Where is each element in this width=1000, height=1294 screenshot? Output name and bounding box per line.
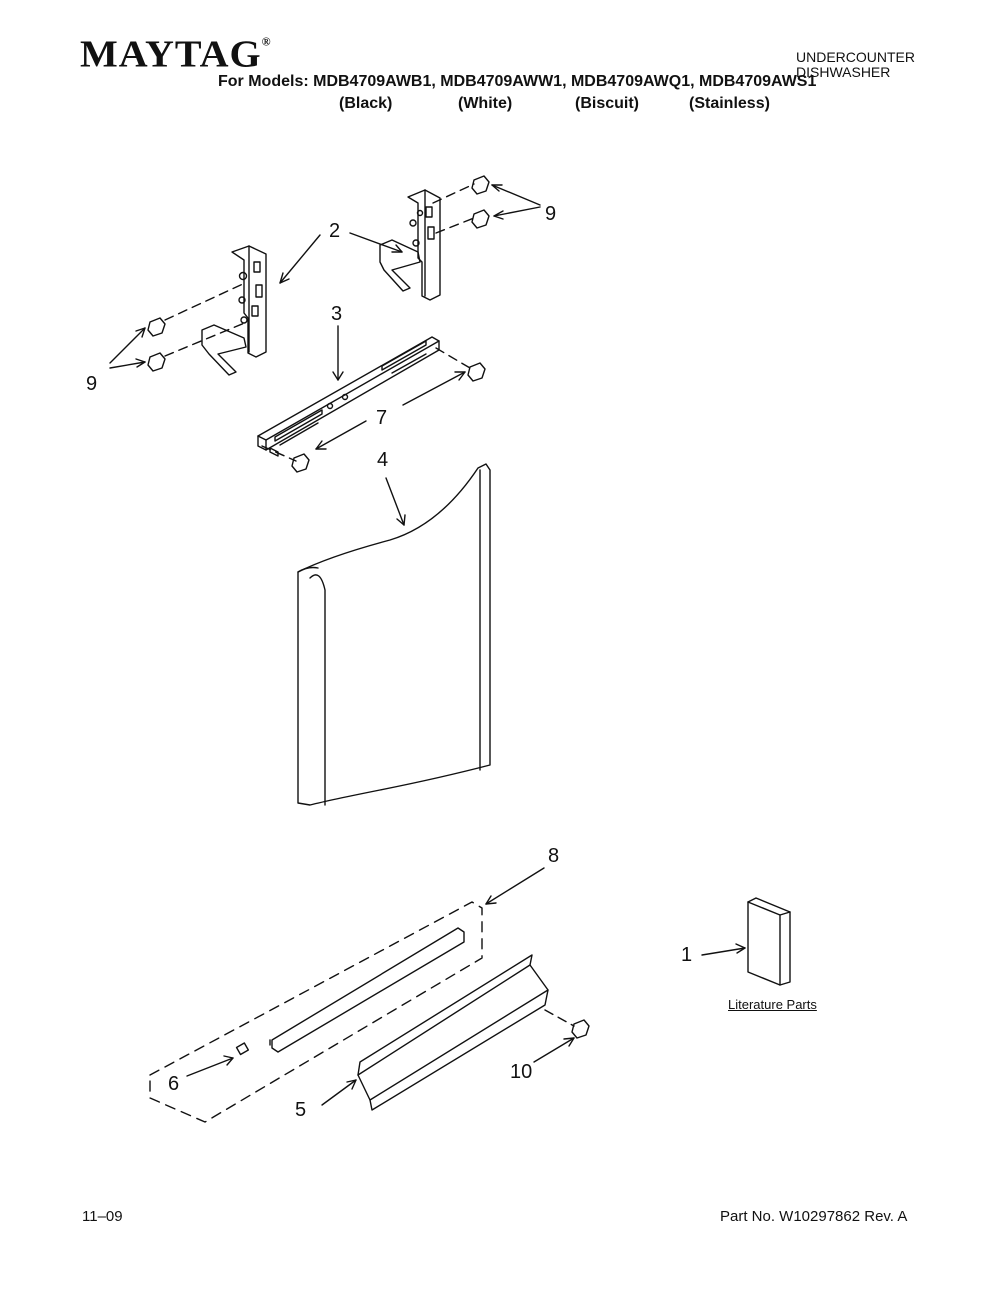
callout-leaders xyxy=(109,184,746,1106)
callout-10: 10 xyxy=(510,1061,533,1083)
callout-5: 5 xyxy=(295,1099,307,1121)
door-panel xyxy=(297,463,491,806)
trim-panel xyxy=(149,901,483,1123)
models-line: For Models: MDB4709AWB1, MDB4709AWW1, MD… xyxy=(218,73,817,90)
hinge-bracket-left xyxy=(201,245,267,376)
support-bar xyxy=(257,336,440,457)
assembly-lines xyxy=(164,183,575,1027)
appliance-type: UNDERCOUNTER DISHWASHER xyxy=(796,49,915,80)
hinge-bracket-right xyxy=(379,189,441,301)
footer-date: 11–09 xyxy=(82,1208,123,1225)
callout-9-top: 9 xyxy=(545,203,557,225)
callout-1: 1 xyxy=(681,944,693,966)
callout-7: 7 xyxy=(376,407,388,429)
callout-3: 3 xyxy=(331,303,343,325)
screws-part-9 xyxy=(147,175,590,1039)
brand-logo: MAYTAG® xyxy=(80,32,272,75)
footer-part-number: Part No. W10297862 Rev. A xyxy=(720,1208,908,1225)
callout-4: 4 xyxy=(377,449,389,471)
literature-booklet xyxy=(747,897,791,986)
trim-panel-slot xyxy=(235,927,465,1056)
callout-2: 2 xyxy=(329,220,341,242)
callout-8: 8 xyxy=(548,845,560,867)
toe-kick xyxy=(357,954,549,1111)
callout-9-left: 9 xyxy=(86,373,98,395)
callout-6: 6 xyxy=(168,1073,180,1095)
color-biscuit: (Biscuit) xyxy=(575,95,639,112)
color-black: (Black) xyxy=(339,95,393,112)
color-white: (White) xyxy=(458,95,513,112)
literature-parts-label: Literature Parts xyxy=(728,997,817,1012)
color-stainless: (Stainless) xyxy=(689,95,770,112)
